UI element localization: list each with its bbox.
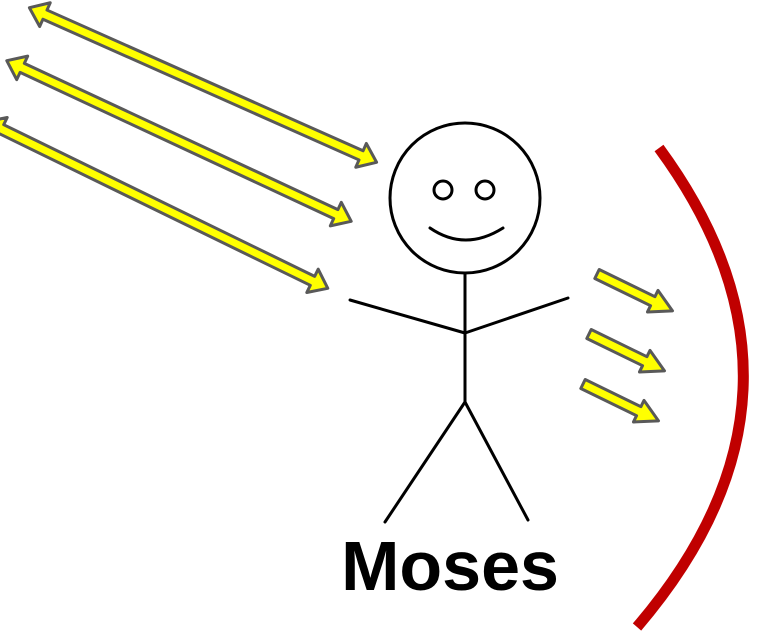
right-arrow-icon [592,263,678,321]
outgoing-arrows [578,263,678,431]
figure-right-leg [465,402,528,520]
stick-figure [350,123,568,522]
figure-left-leg [385,402,465,522]
barrier-arc [637,148,743,627]
right-arrow-icon [584,323,670,381]
figure-right-arm [465,298,568,333]
figure-head [390,123,540,273]
figure-label: Moses [341,527,559,605]
figure-left-arm [350,300,465,333]
incoming-arrows [0,0,382,300]
right-arrow-icon [578,373,664,431]
